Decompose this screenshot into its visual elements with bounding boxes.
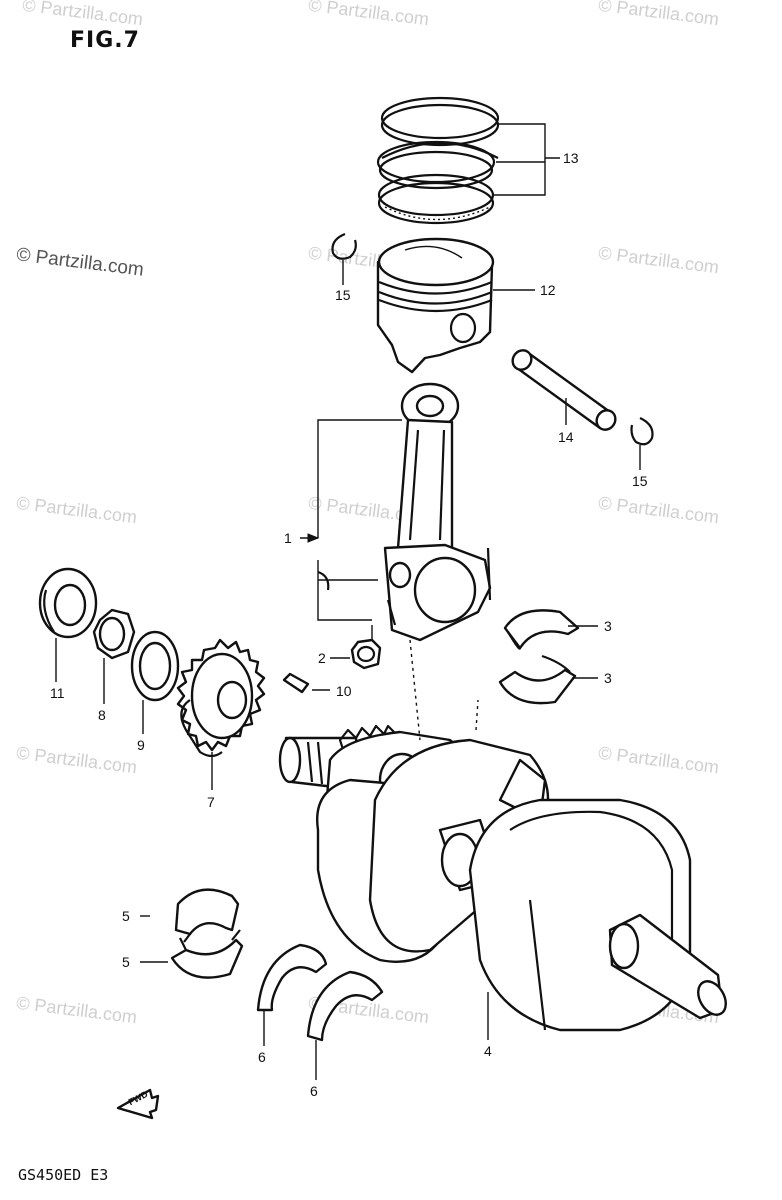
callout-8: 8 (98, 707, 106, 723)
callout-6-right: 6 (310, 1083, 318, 1099)
leader-line (300, 419, 402, 621)
main-bearing-lower (170, 929, 244, 979)
leader-line (493, 123, 560, 196)
callout-9: 9 (137, 737, 145, 753)
callout-11: 11 (50, 685, 65, 701)
figure-title: FIG.7 (70, 28, 140, 53)
crank-pin-bearing-lower (498, 654, 577, 705)
main-bearing-upper (174, 888, 240, 943)
piston (376, 237, 495, 374)
oil-seal (38, 567, 98, 639)
callout-4: 4 (484, 1043, 492, 1059)
callout-3-lower: 3 (604, 670, 612, 686)
piston-pin (511, 349, 617, 431)
callout-10: 10 (336, 683, 352, 699)
callout-15-right: 15 (632, 473, 648, 489)
callout-5-lower: 5 (122, 954, 130, 970)
fwd-arrow-icon (116, 1088, 160, 1120)
rod-nut (350, 638, 382, 670)
thrust-washer-right (306, 970, 384, 1042)
callout-1: 1 (284, 530, 292, 546)
primary-drive-gear (176, 638, 266, 758)
callout-13: 13 (563, 150, 579, 166)
rod-bolt (317, 547, 492, 601)
gear-nut (92, 608, 136, 660)
crankshaft (278, 724, 727, 1032)
callout-3-upper: 3 (604, 618, 612, 634)
leader-line (409, 639, 479, 741)
callout-2: 2 (318, 650, 326, 666)
callout-5-upper: 5 (122, 908, 130, 924)
callout-14: 14 (558, 429, 574, 445)
arrow-head (307, 533, 320, 543)
callout-7: 7 (207, 794, 215, 810)
gear-key (282, 672, 310, 694)
circlip-right (630, 417, 654, 446)
connecting-rod (383, 382, 492, 642)
piston-rings (376, 96, 500, 225)
thrust-washer-left (256, 943, 328, 1012)
circlip-top (331, 232, 357, 260)
leader-line (330, 625, 373, 659)
callout-6-left: 6 (258, 1049, 266, 1065)
model-code: GS450ED E3 (18, 1166, 109, 1184)
washer (130, 630, 180, 702)
crank-pin-bearing-upper (503, 609, 580, 650)
callout-12: 12 (540, 282, 556, 298)
callout-15-top: 15 (335, 287, 351, 303)
